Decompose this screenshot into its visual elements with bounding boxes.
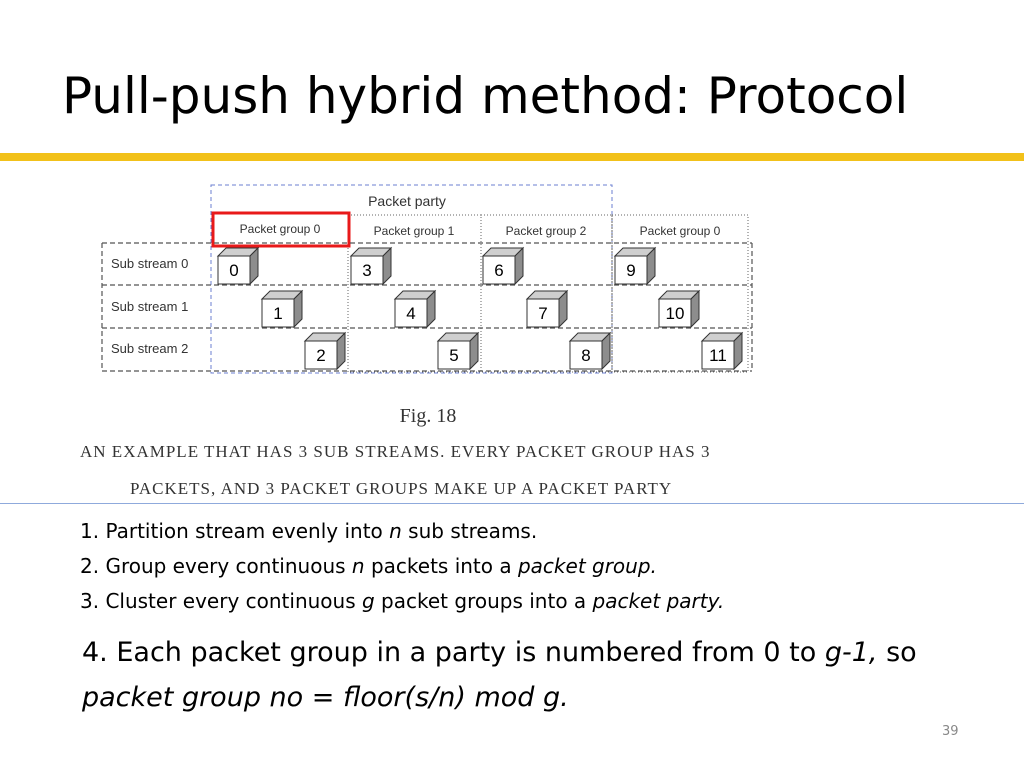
protocol-steps: 1. Partition stream evenly into n sub st… (80, 514, 1000, 619)
figure-label: Fig. 18 (399, 405, 457, 427)
packet-label: 11 (709, 346, 727, 365)
packet-group-0-highlight (211, 211, 351, 248)
packet-10: 10 (657, 289, 701, 329)
title-accent-bar (0, 153, 1024, 161)
step-1-text-a: 1. Partition stream evenly into (80, 519, 390, 543)
packet-group-label-3: Packet group 0 (640, 224, 721, 238)
packet-0: 0 (216, 246, 260, 286)
packets-layer: 0 1 2 3 4 5 6 7 8 9 10 11 (216, 246, 744, 371)
packet-2: 2 (303, 331, 347, 371)
packet-label: 8 (581, 346, 590, 365)
stream-label-1: Sub stream 1 (111, 299, 188, 314)
step-4-text-c: so (877, 637, 917, 668)
packet-group-box-3 (611, 214, 749, 373)
stream-grid (101, 242, 753, 372)
step-3-term: packet party. (592, 589, 725, 613)
packet-label: 9 (626, 261, 635, 280)
step-1-var-n: n (389, 519, 402, 543)
step-3: 3. Cluster every continuous g packet gro… (80, 584, 1000, 619)
step-1-text-c: sub streams. (401, 519, 538, 543)
packet-4: 4 (393, 289, 437, 329)
packet-label: 1 (273, 304, 282, 323)
step-2: 2. Group every continuous n packets into… (80, 549, 1000, 584)
packet-party-diagram: Packet party Packet group 0 Packet group… (101, 184, 753, 374)
packet-9: 9 (613, 246, 657, 286)
step-4-range: g-1, (824, 637, 878, 668)
packet-party-label: Packet party (368, 193, 446, 209)
packet-label: 0 (229, 261, 238, 280)
packet-5: 5 (436, 331, 480, 371)
packet-label: 5 (449, 346, 458, 365)
step-2-text-a: 2. Group every continuous (80, 554, 352, 578)
step-1: 1. Partition stream evenly into n sub st… (80, 514, 1000, 549)
step-4-formula: packet group no = floor(s/n) mod g. (82, 682, 569, 713)
step-3-var-g: g (362, 589, 375, 613)
packet-group-box-1 (347, 214, 482, 373)
stream-label-0: Sub stream 0 (111, 256, 188, 271)
packet-3: 3 (349, 246, 393, 286)
packet-1: 1 (260, 289, 304, 329)
packet-group-label-1: Packet group 1 (374, 224, 455, 238)
packet-label: 10 (666, 304, 685, 323)
packet-label: 7 (538, 304, 547, 323)
step-2-term: packet group. (517, 554, 657, 578)
step-2-var-n: n (351, 554, 365, 578)
figure-divider (0, 503, 1024, 504)
packet-group-label-0: Packet group 0 (240, 222, 321, 236)
packet-label: 6 (494, 261, 503, 280)
step-2-text-c: packets into a (364, 554, 518, 578)
packet-8: 8 (568, 331, 612, 371)
slide-title: Pull-push hybrid method: Protocol (62, 67, 909, 125)
packet-6: 6 (481, 246, 525, 286)
packet-label: 4 (406, 304, 415, 323)
packet-group-label-2: Packet group 2 (506, 224, 587, 238)
step-3-text-c: packet groups into a (374, 589, 593, 613)
step-4-text-a: 4. Each packet group in a party is numbe… (82, 637, 825, 668)
page-number: 39 (942, 724, 959, 739)
packet-label: 3 (362, 261, 371, 280)
packet-7: 7 (525, 289, 569, 329)
step-3-text-a: 3. Cluster every continuous (80, 589, 362, 613)
stream-label-2: Sub stream 2 (111, 341, 188, 356)
packet-label: 2 (316, 346, 325, 365)
figure-caption-line-1: AN EXAMPLE THAT HAS 3 SUB STREAMS. EVERY… (80, 442, 711, 461)
step-4: 4. Each packet group in a party is numbe… (82, 630, 1002, 720)
packet-11: 11 (700, 331, 744, 371)
figure-caption-line-2: PACKETS, AND 3 PACKET GROUPS MAKE UP A P… (130, 479, 673, 498)
